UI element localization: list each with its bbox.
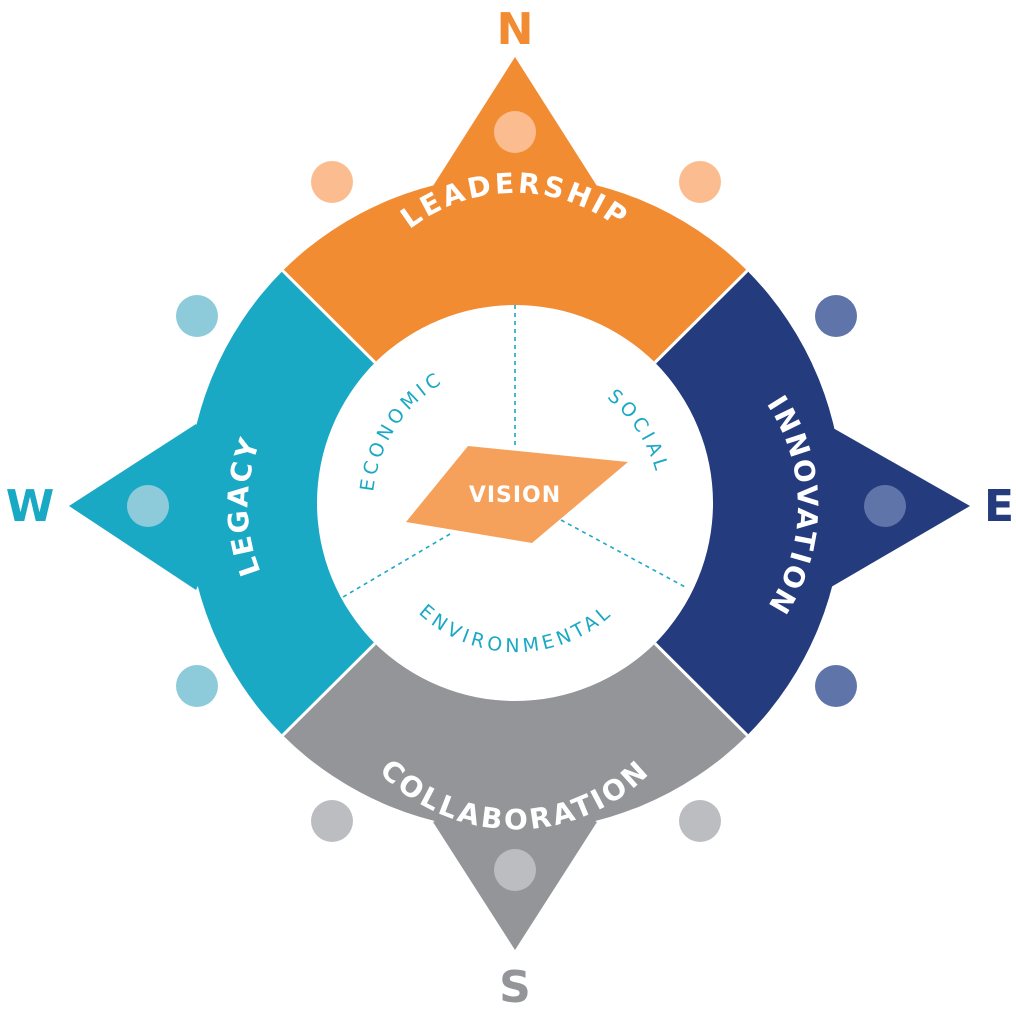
segment-dividers bbox=[281, 269, 749, 737]
legacy-dots bbox=[127, 295, 218, 707]
innovation-dot bbox=[815, 665, 857, 707]
legacy-dot bbox=[176, 295, 218, 337]
legacy-dot bbox=[176, 665, 218, 707]
collaboration-dot bbox=[494, 849, 536, 891]
compass-letter-s: S bbox=[499, 962, 531, 1013]
compass-letter-w: W bbox=[6, 481, 55, 532]
compass-letter-n: N bbox=[497, 4, 534, 55]
vision-shape bbox=[406, 446, 628, 543]
legacy-segment bbox=[187, 270, 375, 736]
vision-label: VISION bbox=[469, 483, 561, 508]
collaboration-segment bbox=[282, 643, 748, 831]
innovation-dot bbox=[864, 485, 906, 527]
leadership-dot bbox=[679, 161, 721, 203]
collaboration-dot bbox=[311, 800, 353, 842]
collaboration-dots bbox=[311, 800, 721, 891]
innovation-dot bbox=[815, 295, 857, 337]
innovation-dots bbox=[815, 295, 906, 707]
leadership-dot bbox=[494, 111, 536, 153]
compass-letter-e: E bbox=[984, 481, 1014, 532]
leadership-dots bbox=[311, 111, 721, 203]
collaboration-dot bbox=[679, 800, 721, 842]
leadership-segment bbox=[282, 175, 748, 363]
innovation-segment bbox=[655, 270, 843, 736]
legacy-dot bbox=[127, 485, 169, 527]
leadership-dot bbox=[311, 161, 353, 203]
